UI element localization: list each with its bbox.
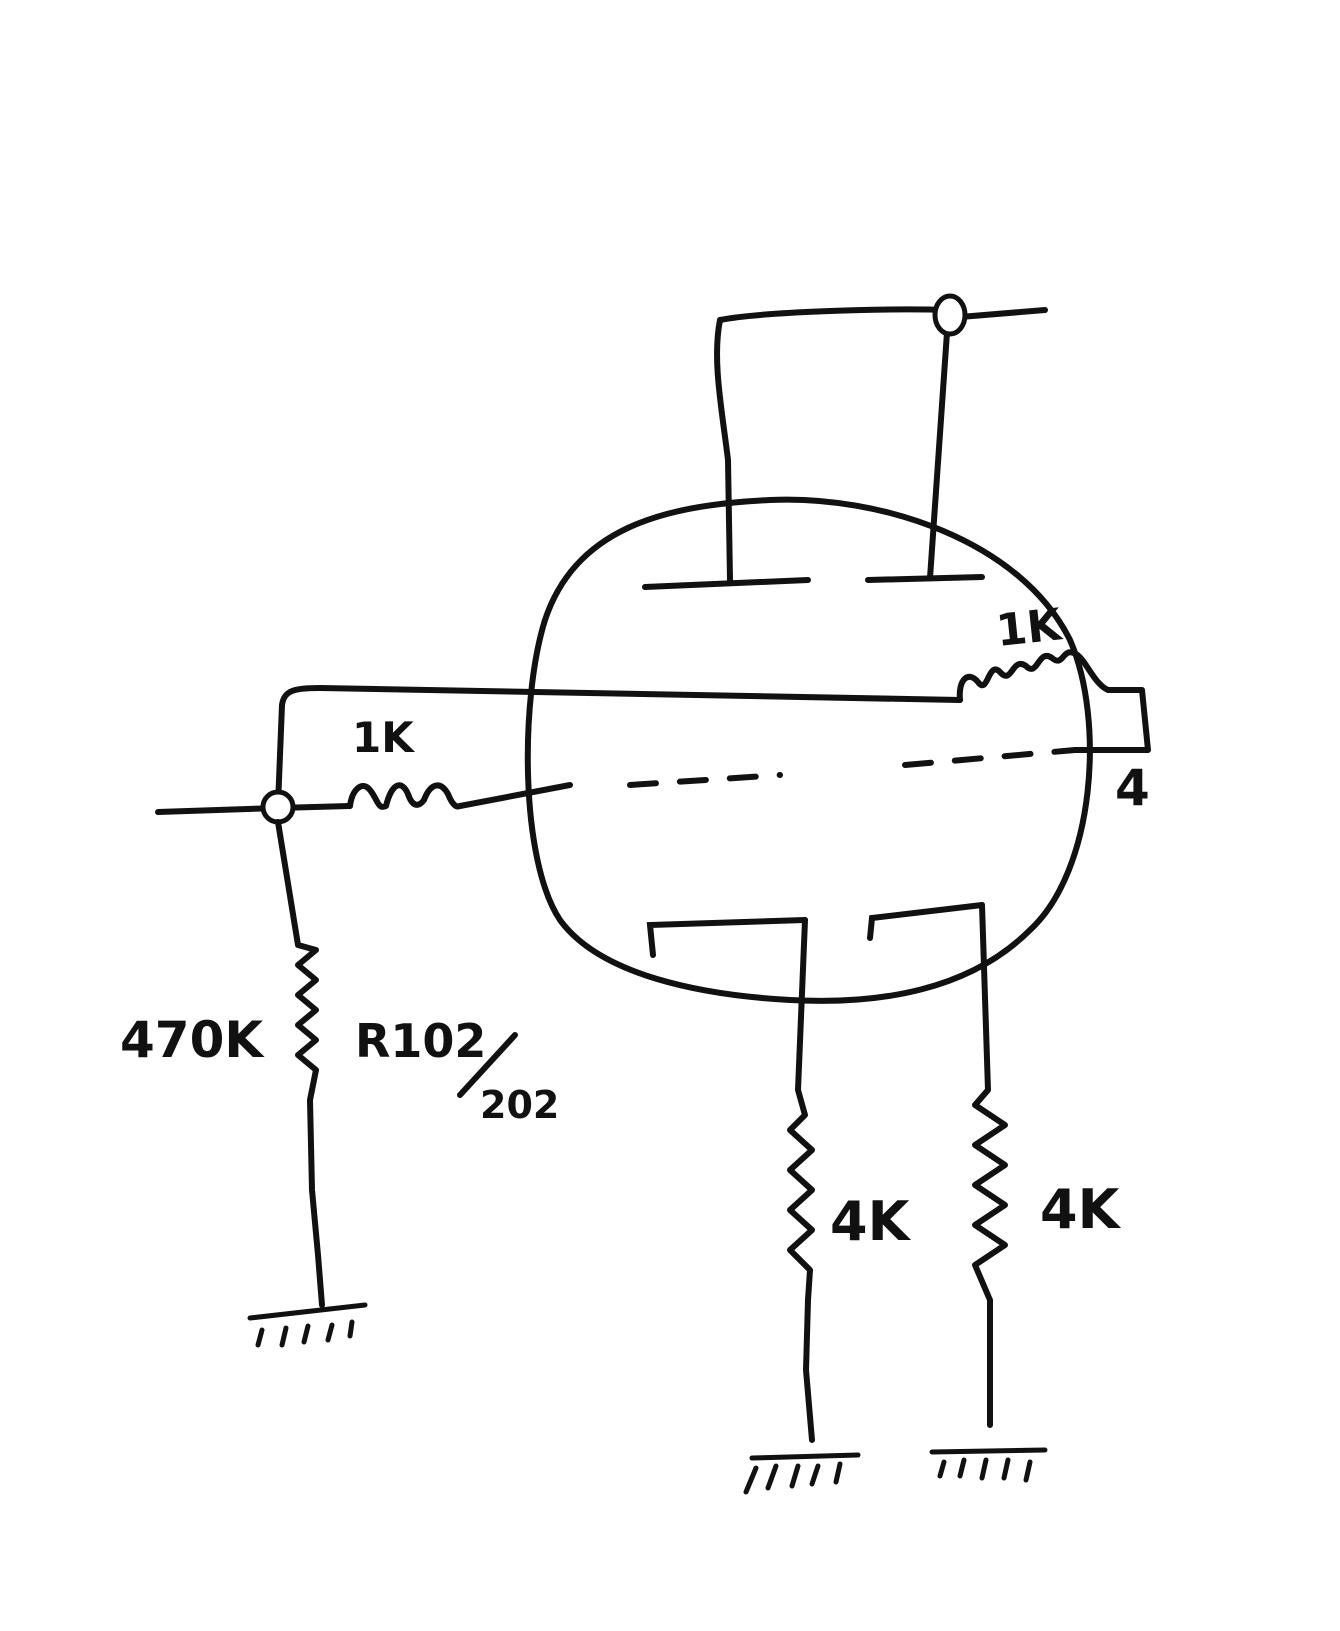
- plate-right-lead: [927, 315, 951, 581]
- ground-center: [743, 1452, 861, 1495]
- grid-right: [902, 747, 1078, 768]
- grid-leak-resistor: [275, 819, 325, 1308]
- input-resistor-ref-label: R102: [355, 1014, 486, 1068]
- plate-right: [865, 574, 985, 583]
- ground-left: [247, 1302, 368, 1348]
- feedback-wire: [275, 685, 963, 808]
- plate-left-lead: [714, 306, 951, 583]
- plate-junction-node: [932, 293, 968, 337]
- ref-slash: [457, 1032, 518, 1098]
- input-wire: [155, 805, 281, 815]
- grid-resistor-lead-right: [457, 782, 573, 809]
- cathode-resistor-left-label: 4K: [830, 1190, 912, 1253]
- input-junction-node: [260, 789, 296, 825]
- ground-right: [929, 1447, 1048, 1483]
- plate-left: [642, 577, 811, 590]
- feedback-resistor-label: 1K: [994, 599, 1066, 657]
- pin-number-label: 4: [1115, 759, 1150, 817]
- grid-resistor: [347, 782, 463, 810]
- tube-envelope: [524, 496, 1093, 1004]
- input-resistor-ref-alt-label: 202: [480, 1083, 559, 1127]
- grid-resistor-label: 1K: [352, 713, 415, 762]
- cathode-resistor-right: [972, 902, 1008, 1428]
- feedback-resistor: [956, 649, 1151, 753]
- cathode-right: [867, 902, 985, 941]
- cathode-left: [646, 917, 808, 958]
- input-resistor-value-label: 470K: [120, 1011, 265, 1069]
- cathode-resistor-right-label: 4K: [1040, 1178, 1122, 1241]
- cathode-resistor-left: [787, 917, 815, 1443]
- grid-left: [627, 772, 783, 788]
